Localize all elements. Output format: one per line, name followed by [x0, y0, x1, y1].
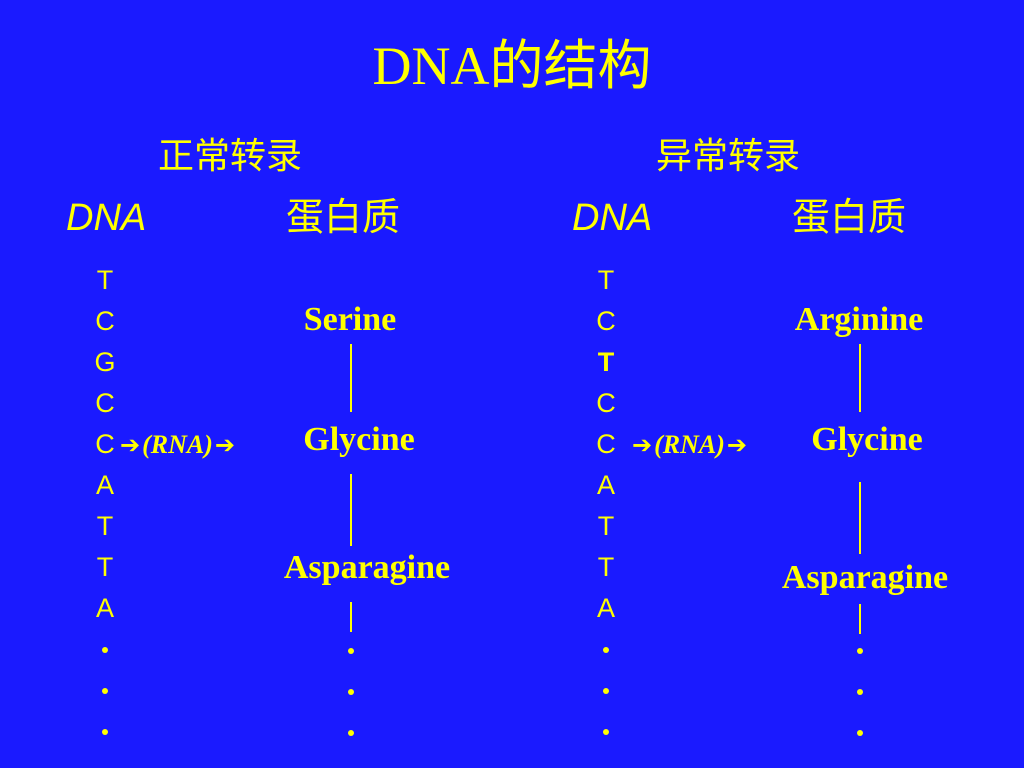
left-heading: 正常转录: [158, 136, 303, 176]
dna-base: C: [95, 306, 115, 336]
continuation-dot: [92, 629, 118, 670]
rna-label: (RNA): [142, 430, 213, 459]
dna-base: A: [596, 470, 615, 500]
continuation-dot: [850, 671, 870, 712]
continuation-dot: [341, 712, 361, 753]
dna-base: T: [96, 265, 114, 295]
continuation-dot: [850, 712, 870, 753]
right-heading: 异常转录: [656, 136, 801, 176]
bond-line: [859, 344, 861, 412]
dna-base: A: [95, 470, 114, 500]
arrow-right-icon: ➔: [632, 431, 653, 459]
continuation-dot: [593, 629, 619, 670]
bond-line: [350, 474, 352, 546]
right-protein-continuation: [850, 630, 870, 753]
dna-base: A: [596, 593, 615, 623]
continuation-dot: [341, 671, 361, 712]
arrow-right-icon: ➔: [726, 431, 747, 459]
right-dna-label: DNA: [572, 197, 653, 239]
dna-base: T: [597, 511, 615, 541]
continuation-dot: [92, 711, 118, 752]
bond-line: [350, 344, 352, 412]
bond-line: [350, 602, 352, 632]
left-protein-label: 蛋白质: [286, 197, 401, 239]
left-protein-continuation: [341, 630, 361, 753]
page-title: DNA的结构: [372, 36, 652, 96]
left-amino-acid-1: Serine: [303, 301, 397, 338]
arrow-right-icon: ➔: [120, 431, 141, 459]
dna-base: T: [96, 511, 114, 541]
right-amino-acid-2: Glycine: [811, 421, 923, 458]
dna-base: T: [597, 552, 615, 582]
right-amino-acid-1: Arginine: [794, 301, 924, 338]
bond-line: [859, 604, 861, 634]
dna-base: A: [95, 593, 114, 623]
mutated-dna-base: T: [597, 347, 615, 377]
right-amino-acid-3: Asparagine: [781, 559, 949, 596]
left-dna-label: DNA: [66, 197, 147, 239]
left-transcription-arrow: ➔(RNA)➔: [120, 424, 235, 466]
continuation-dot: [593, 670, 619, 711]
left-amino-acid-3: Asparagine: [283, 549, 451, 586]
rna-label: (RNA): [654, 430, 725, 459]
right-protein-label: 蛋白质: [792, 197, 907, 239]
left-amino-acid-2: Glycine: [303, 421, 415, 458]
dna-base: C: [95, 388, 115, 418]
dna-base: C: [596, 306, 616, 336]
dna-base: T: [597, 265, 615, 295]
right-transcription-arrow: ➔(RNA)➔: [632, 424, 747, 466]
continuation-dot: [341, 630, 361, 671]
continuation-dot: [92, 670, 118, 711]
continuation-dot: [850, 630, 870, 671]
dna-base: G: [94, 347, 116, 377]
dna-base: T: [96, 552, 114, 582]
bond-line: [859, 482, 861, 554]
left-dna-sequence: T C G C C A T T A: [92, 260, 118, 752]
continuation-dot: [593, 711, 619, 752]
dna-base: C: [95, 429, 115, 459]
arrow-right-icon: ➔: [214, 431, 235, 459]
dna-base: C: [596, 388, 616, 418]
right-dna-sequence: T C T C C A T T A: [593, 260, 619, 752]
dna-base: C: [596, 429, 616, 459]
